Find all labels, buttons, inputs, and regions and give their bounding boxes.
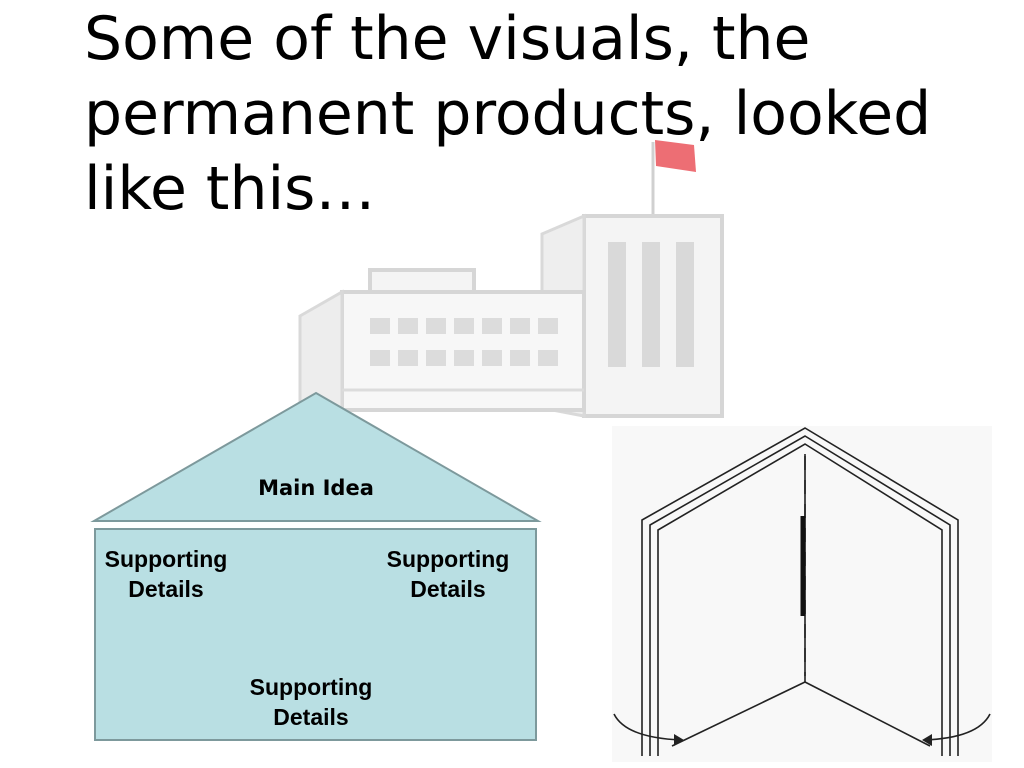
detail-line-2: Details (128, 576, 204, 602)
supporting-details-right: Supporting Details (368, 544, 528, 604)
detail-line-1: Supporting (386, 546, 510, 572)
title-line-1: Some of the visuals, the (84, 4, 811, 74)
slide-title: Some of the visuals, the permanent produ… (84, 2, 1004, 227)
house-body (94, 528, 537, 741)
open-folded-book-icon (612, 426, 992, 762)
supporting-details-left: Supporting Details (86, 544, 246, 604)
main-idea-label: Main Idea (258, 476, 374, 500)
detail-line-1: Supporting (104, 546, 228, 572)
house-graphic-organizer: Main Idea Supporting Details Supporting … (90, 390, 542, 748)
house-roof (90, 391, 542, 522)
detail-line-2: Details (273, 704, 349, 730)
flag-icon (655, 140, 696, 172)
title-line-2: permanent products, looked (84, 79, 932, 149)
school-building-clipart (298, 140, 724, 418)
title-line-3: like this… (84, 154, 376, 224)
supporting-details-bottom: Supporting Details (231, 672, 391, 732)
detail-line-2: Details (410, 576, 486, 602)
detail-line-1: Supporting (249, 674, 373, 700)
